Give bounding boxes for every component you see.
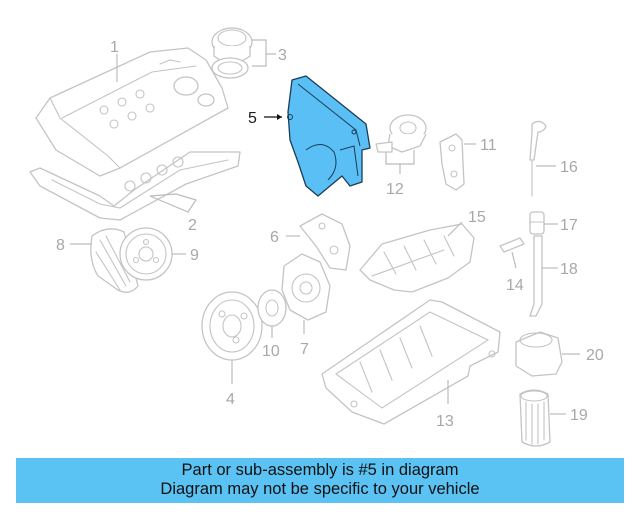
callout-17[interactable]: 17 [560, 217, 578, 234]
part-5-timing-cover[interactable] [287, 75, 371, 197]
part-18-dipstick-tube[interactable] [529, 235, 543, 317]
callout-13[interactable]: 13 [436, 413, 454, 430]
callout-11[interactable]: 11 [480, 137, 497, 154]
callout-14[interactable]: 14 [506, 277, 524, 294]
callout-19[interactable]: 19 [570, 407, 588, 424]
part-20-filter-housing[interactable] [515, 331, 563, 377]
callout-2[interactable]: 2 [188, 217, 197, 234]
callout-1[interactable]: 1 [110, 39, 119, 56]
part-3-filler-cap[interactable] [211, 27, 253, 79]
part-12-tensioner[interactable] [375, 114, 427, 153]
callout-10[interactable]: 10 [262, 343, 280, 360]
part-7-seal-plate[interactable] [281, 253, 331, 321]
callout-18[interactable]: 18 [560, 261, 578, 278]
callout-9[interactable]: 9 [190, 247, 199, 264]
part-2-gasket[interactable] [29, 151, 241, 221]
banner-line-2: Diagram may not be specific to your vehi… [160, 480, 480, 498]
part-9-cam-sprocket[interactable] [119, 227, 173, 281]
part-13-oil-pan[interactable] [321, 299, 501, 425]
info-banner: Part or sub-assembly is #5 in diagram Di… [16, 458, 624, 503]
part-14-clip[interactable] [499, 237, 525, 253]
callout-7[interactable]: 7 [300, 341, 309, 358]
callout-16[interactable]: 16 [560, 159, 578, 176]
banner-line-1: Part or sub-assembly is #5 in diagram [181, 461, 459, 479]
part-11-bracket[interactable] [439, 133, 465, 191]
part-17-dipstick-seal[interactable] [529, 211, 545, 235]
part-4-crank-pulley[interactable] [201, 291, 263, 361]
callout-6[interactable]: 6 [270, 229, 279, 246]
callout-3[interactable]: 3 [278, 47, 287, 64]
part-19-oil-filter[interactable] [519, 389, 551, 447]
part-10-crank-sprocket[interactable] [257, 289, 287, 327]
callout-4[interactable]: 4 [226, 391, 235, 408]
callout-20[interactable]: 20 [586, 347, 604, 364]
parts-diagram: 1 2 3 5 12 [29, 27, 604, 447]
callout-5[interactable]: 5 [248, 110, 257, 127]
callout-15[interactable]: 15 [468, 209, 486, 226]
callout-12[interactable]: 12 [386, 181, 404, 198]
callout-8[interactable]: 8 [56, 237, 65, 254]
part-16-dipstick[interactable] [529, 120, 547, 197]
part-6-rear-cover[interactable] [299, 213, 351, 271]
part-15-baffle[interactable] [359, 223, 475, 293]
